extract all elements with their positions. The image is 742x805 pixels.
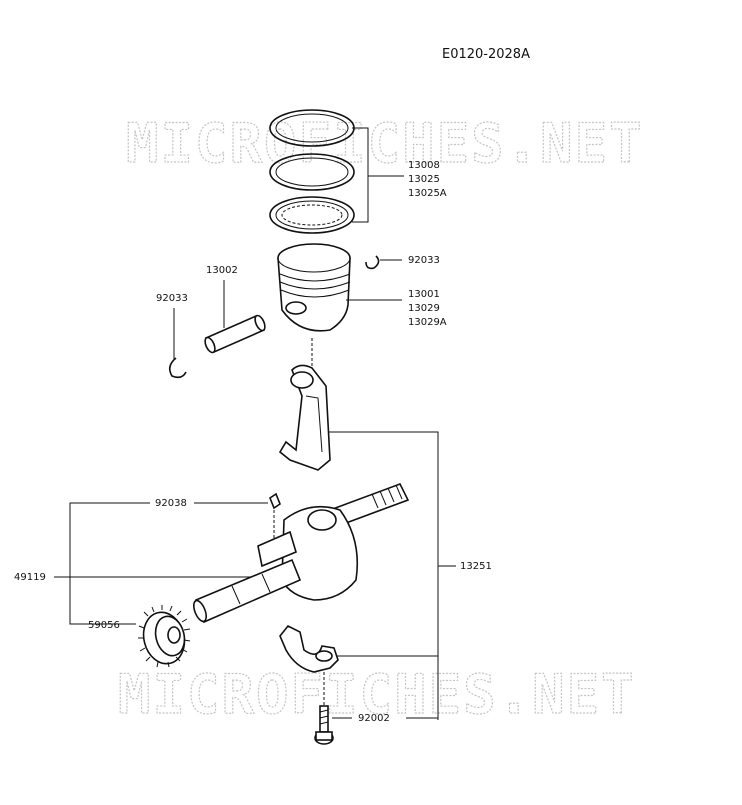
callout-crankshaft: 49119 <box>14 572 46 583</box>
callout-clip-right: 92033 <box>408 255 440 266</box>
crankshaft[interactable] <box>191 483 410 624</box>
callout-piston-1: 13001 <box>408 289 440 300</box>
callout-conrod: 13251 <box>460 561 492 572</box>
callout-gear: 59056 <box>88 620 120 631</box>
diagram-code: E0120-2028A <box>442 47 530 62</box>
woodruff-key[interactable] <box>269 492 281 510</box>
piston-pin[interactable] <box>203 314 267 354</box>
callout-bolt: 92002 <box>358 713 390 724</box>
rod-bolt[interactable] <box>314 705 334 745</box>
piston[interactable] <box>277 243 351 332</box>
rod-cap[interactable] <box>279 624 339 673</box>
crankshaft-gear[interactable] <box>138 605 191 668</box>
callout-ring-2: 13025 <box>408 174 440 185</box>
callout-piston-2: 13029 <box>408 303 440 314</box>
connecting-rod[interactable] <box>278 364 331 471</box>
callout-ring-3: 13025A <box>408 188 447 199</box>
watermark-bottom: MICROFICHES.NET <box>118 663 636 726</box>
clip-right[interactable] <box>365 255 380 270</box>
callout-piston-3: 13029A <box>408 317 447 328</box>
piston-rings[interactable] <box>269 109 355 234</box>
callout-pin: 13002 <box>206 265 238 276</box>
clip-left[interactable] <box>168 357 187 379</box>
watermark-top: MICROFICHES.NET <box>126 112 644 175</box>
callout-key: 92038 <box>155 498 187 509</box>
callout-ring-1: 13008 <box>408 160 440 171</box>
callout-clip-left: 92033 <box>156 293 188 304</box>
